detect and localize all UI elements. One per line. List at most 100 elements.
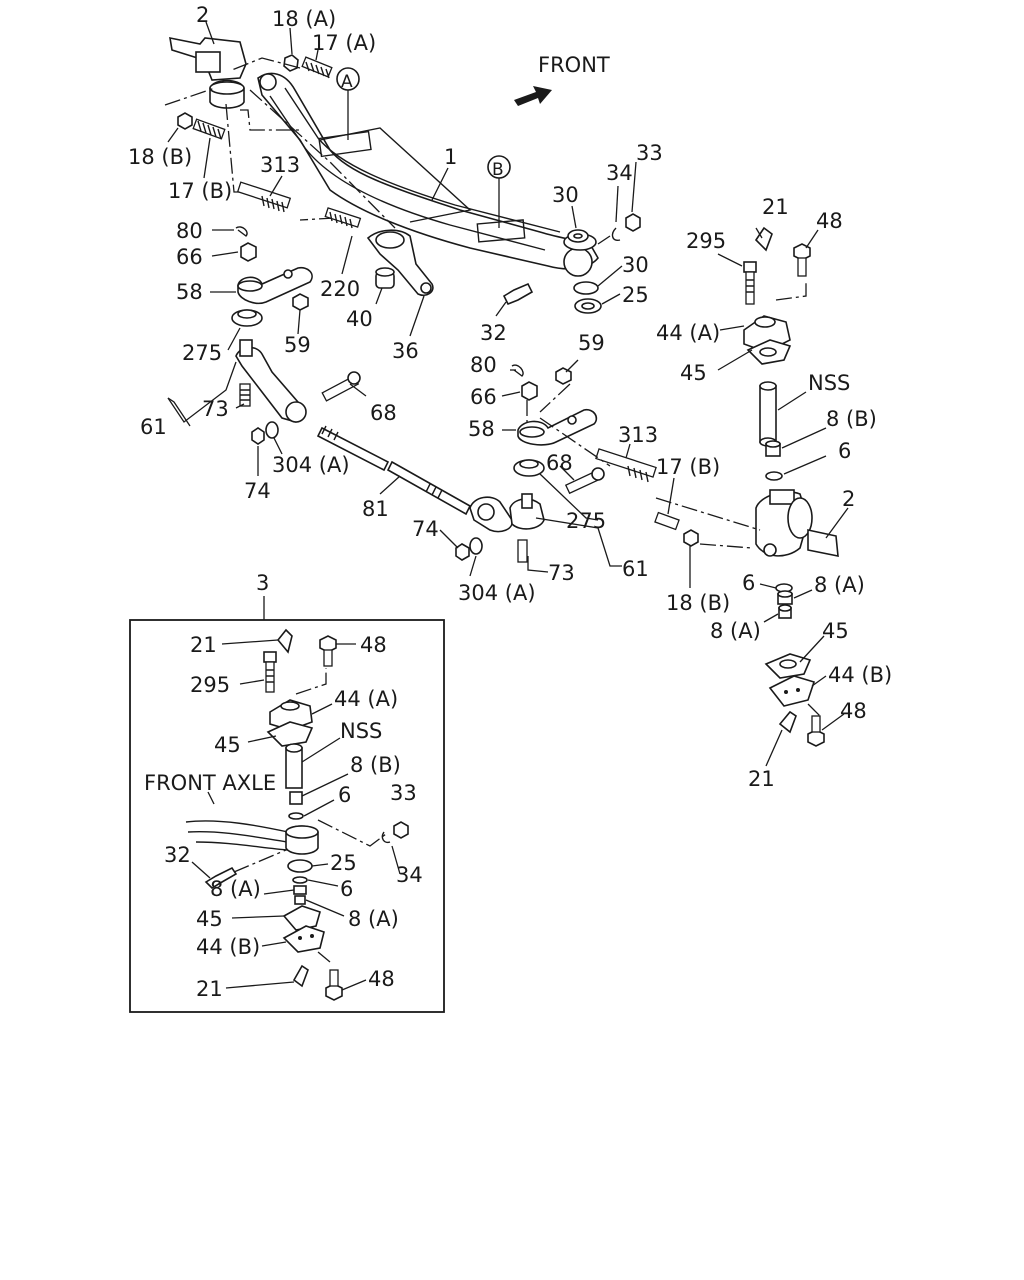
bushing-8a-right-a xyxy=(777,590,793,605)
label-p2-top: 2 xyxy=(196,3,209,27)
tie-rod-81 xyxy=(316,425,472,516)
boot-275-left xyxy=(231,309,263,327)
marker-b: B xyxy=(487,155,511,228)
right-steering-knuckle xyxy=(755,489,839,557)
label-r6-top: 6 xyxy=(838,439,851,463)
inset-label-l44a: 44 (A) xyxy=(334,687,398,711)
marker-b-text: B xyxy=(492,160,504,180)
label-p25: 25 xyxy=(622,283,649,307)
inset-label-l6-bot: 6 xyxy=(340,877,353,901)
label-p74-right: 74 xyxy=(412,517,439,541)
bolt-295-right xyxy=(743,261,757,305)
bolt-68-mid xyxy=(564,467,605,495)
inset-label-lnss: NSS xyxy=(340,719,382,743)
inset-label-l295: 295 xyxy=(190,673,230,697)
inset-gasket-45-upper xyxy=(266,721,314,747)
label-r45-bot: 45 xyxy=(822,619,849,643)
label-p74-left: 74 xyxy=(244,479,271,503)
nut-18b-right xyxy=(683,529,699,547)
inset-label-l6-top: 6 xyxy=(338,783,351,807)
label-p275-left: 275 xyxy=(182,341,222,365)
inset-frame xyxy=(129,619,445,1013)
label-p304a-left: 304 (A) xyxy=(272,453,350,477)
label-p313-left: 313 xyxy=(260,153,300,177)
cotter-pin-80-mid xyxy=(511,364,524,377)
bracket-36 xyxy=(366,229,434,297)
inset-label-l21-bot: 21 xyxy=(196,977,223,1001)
stud-17b-right xyxy=(654,511,680,531)
nut-18b-left xyxy=(177,112,193,130)
inset-kingpin-cap-upper xyxy=(269,699,313,731)
front-direction-indicator: FRONT xyxy=(514,53,610,106)
bushing-8a-right-b xyxy=(778,604,792,619)
label-p66-left: 66 xyxy=(176,245,203,269)
inset-bolt-48-top xyxy=(323,649,333,667)
label-p1: 1 xyxy=(444,145,457,169)
label-p17b-right: 17 (B) xyxy=(656,455,720,479)
label-r8b: 8 (B) xyxy=(826,407,877,431)
label-r48-bot: 48 xyxy=(840,699,867,723)
inset-label-l32: 32 xyxy=(164,843,191,867)
label-p61-left: 61 xyxy=(140,415,167,439)
nut-74-right xyxy=(455,543,470,561)
bushing-40 xyxy=(375,267,395,289)
nut-18a xyxy=(283,54,299,72)
tie-rod-313-left xyxy=(236,181,292,213)
bolt-68-left xyxy=(321,371,361,402)
label-p30-mid: 30 xyxy=(622,253,649,277)
stud-220 xyxy=(324,207,362,229)
axle-beam xyxy=(257,72,599,277)
grease-fitting-21-upper-right xyxy=(754,226,773,252)
inset-bushing-8a-b xyxy=(294,895,306,905)
label-r21-bot: 21 xyxy=(748,767,775,791)
inset-label-l48-top: 48 xyxy=(360,633,387,657)
clip-34 xyxy=(611,227,621,242)
label-r8a-a: 8 (A) xyxy=(814,573,865,597)
label-r44a: 44 (A) xyxy=(656,321,720,345)
gasket-45-lower-right xyxy=(764,653,812,679)
label-p68-mid: 68 xyxy=(546,451,573,475)
cotter-pin-80-left xyxy=(235,226,248,237)
washer-304a-left xyxy=(265,421,279,439)
label-p32: 32 xyxy=(480,321,507,345)
boot-275-mid xyxy=(513,459,545,477)
front-arrow-icon xyxy=(514,86,552,106)
label-p18a: 18 (A) xyxy=(272,7,336,31)
label-r295: 295 xyxy=(686,229,726,253)
inset-grease-fitting-21-bot-icon xyxy=(292,964,309,988)
label-p17b-left: 17 (B) xyxy=(168,179,232,203)
nut-59-mid xyxy=(555,367,572,385)
label-p58-left: 58 xyxy=(176,280,203,304)
nut-59-left xyxy=(292,293,309,311)
castle-nut-66-left xyxy=(240,242,257,262)
main-labels: 2 18 (A) 17 (A) 18 (B) 17 (B) 313 1 33 3… xyxy=(128,3,892,791)
knuckle-arm-61-left xyxy=(235,339,307,423)
grease-fitting-73-right xyxy=(517,539,528,563)
inset-bolt-295 xyxy=(265,661,275,693)
tie-rod-313-right xyxy=(595,448,657,483)
label-p30-top: 30 xyxy=(552,183,579,207)
gasket-45-upper-right xyxy=(746,339,792,365)
inset-kit-3: 3 xyxy=(129,571,445,1013)
inset-shim-6-bot xyxy=(292,876,308,884)
label-p80-left: 80 xyxy=(176,219,203,243)
inset-number: 3 xyxy=(256,571,269,595)
inset-label-l25: 25 xyxy=(330,851,357,875)
label-p18b-right: 18 (B) xyxy=(666,591,730,615)
bearing-25 xyxy=(574,298,602,314)
label-p73-left: 73 xyxy=(202,397,229,421)
pin-32 xyxy=(502,282,534,306)
bolt-48-lower-right xyxy=(807,715,825,747)
label-r45-top: 45 xyxy=(680,361,707,385)
label-r6-bot: 6 xyxy=(742,571,755,595)
label-p17a: 17 (A) xyxy=(312,31,376,55)
label-p40: 40 xyxy=(346,307,373,331)
inset-nut-33 xyxy=(393,821,409,839)
inset-label-l48-bot: 48 xyxy=(368,967,395,991)
grease-fitting-73-left xyxy=(239,383,251,407)
washer-304a-right xyxy=(469,537,483,555)
label-p313-right: 313 xyxy=(618,423,658,447)
inset-bushing-8a-a xyxy=(293,885,307,895)
label-p34: 34 xyxy=(606,161,633,185)
front-direction-label: FRONT xyxy=(538,53,610,77)
